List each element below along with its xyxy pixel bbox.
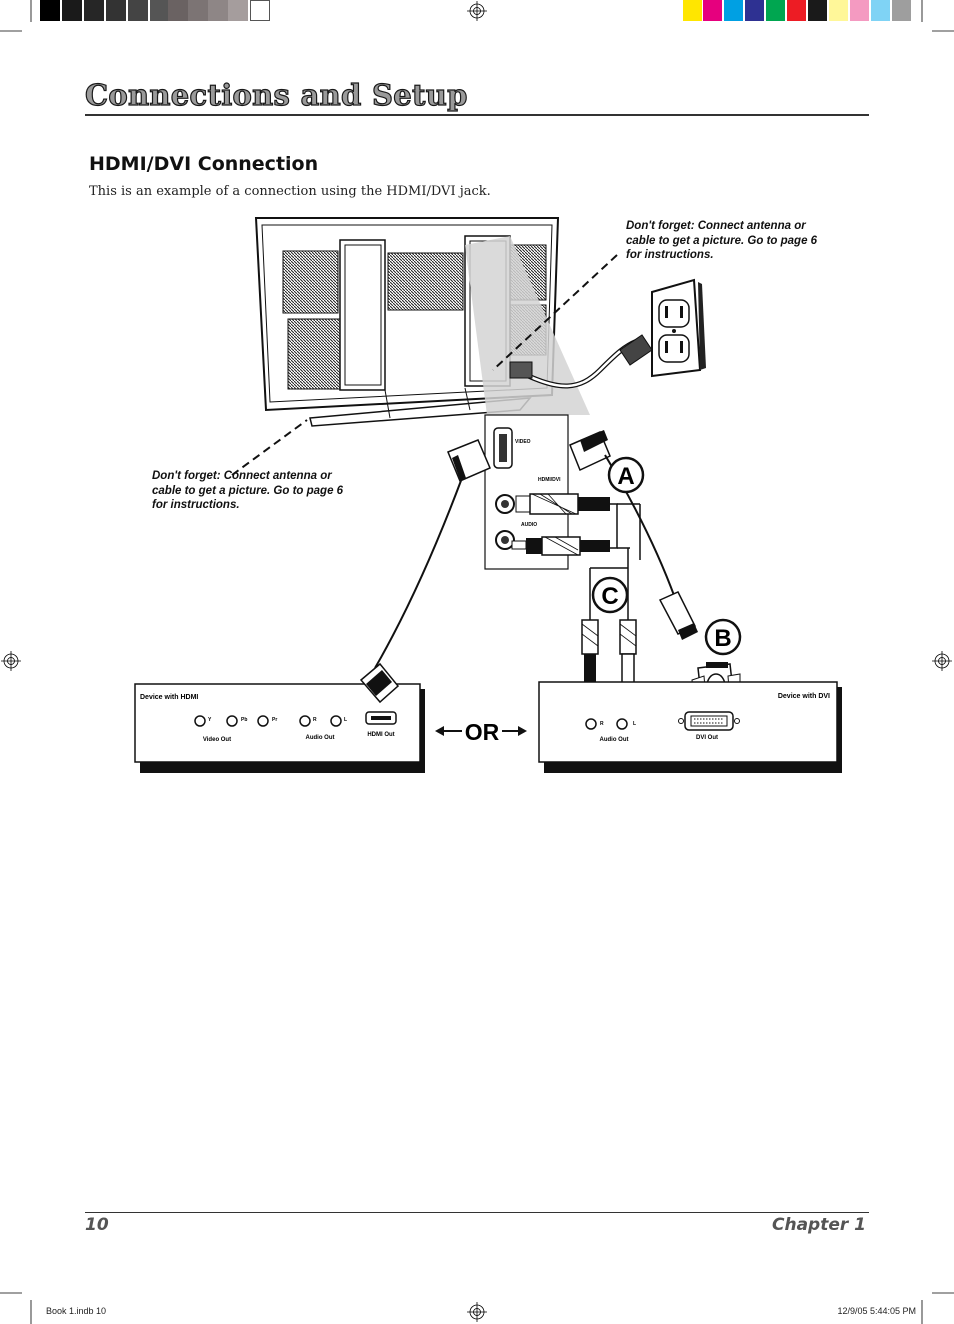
page-title: Connections and Setup [84,77,468,112]
color-swatch [892,0,911,21]
color-swatch [850,0,869,21]
rca-plugs-tv [511,493,640,556]
or-indicator: OR [435,719,527,745]
hdmi-plug-b [658,591,698,640]
device-with-dvi: Device with DVI R L Audio Out DVI Out [538,681,842,773]
jack-label-y: Y [208,717,212,723]
jack-label-pr: Pr [272,717,277,723]
label-dvi-out: DVI Out [696,735,718,741]
dashed-leader-right [492,254,618,371]
wall-outlet [651,278,706,378]
power-cord [509,334,653,389]
hdmi-plug-tv [569,430,611,472]
jack-label-l-dvi: L [633,721,636,727]
jack-label-pb: Pb [241,717,247,723]
gray-swatch [208,0,228,21]
registration-target-top [467,1,487,21]
callout-a: A [607,456,645,494]
label-video-out: Video Out [203,737,231,743]
gray-swatch [250,0,270,21]
gray-swatch [106,0,126,21]
footer-rule [85,1212,869,1213]
color-swatch [703,0,722,21]
slug-left: Book 1.indb 10 [46,1306,107,1316]
device-hdmi-title: Device with HDMI [140,694,198,701]
device-with-hdmi: Device with HDMI Y Pb Pr R L Video Out A… [134,662,425,773]
or-label: OR [465,719,500,745]
jack-label-audio: AUDIO [521,522,537,528]
slug-right: 12/9/05 5:44:05 PM [837,1306,916,1316]
note-left: Don't forget: Connect antenna or cable t… [152,470,344,511]
gray-swatch [40,0,60,21]
section-title: HDMI/DVI Connection [89,153,319,175]
color-swatch [871,0,890,21]
registration-target-left [1,651,21,671]
dashed-leader-left [231,419,308,476]
color-swatch [683,0,702,21]
gray-swatch [188,0,208,21]
jack-label-hdmi-dvi: HDMI/DVI [538,477,561,483]
jack-label-r-dvi: R [600,721,604,727]
gray-swatch [62,0,82,21]
note-top-right: Don't forget: Connect antenna or cable t… [626,220,818,261]
label-audio-out-hdmi: Audio Out [306,735,335,741]
device-dvi-title: Device with DVI [778,693,830,700]
label-hdmi-out: HDMI Out [367,732,394,738]
hdmi-plug-upper-left [447,439,491,482]
color-swatch [766,0,785,21]
gray-swatch [228,0,248,21]
jack-label-video: VIDEO [515,439,531,445]
color-swatch [808,0,827,21]
callout-c: C [591,576,629,614]
svg-text:C: C [601,583,618,610]
tv-back-panel [254,217,590,427]
page-number: 10 [85,1215,109,1235]
jack-label-l-hdmi: L [344,717,347,723]
color-swatch [745,0,764,21]
callout-b: B [704,618,742,656]
gray-swatch [128,0,148,21]
color-swatch [829,0,848,21]
hdmi-cable-to-device [374,477,463,669]
gray-swatch [168,0,188,21]
label-audio-out-dvi: Audio Out [600,737,629,743]
title-rule [85,114,869,116]
intro-text: This is an example of a connection using… [89,184,491,199]
chapter-label: Chapter 1 [771,1215,866,1235]
registration-target-bottom [467,1302,487,1322]
svg-text:A: A [617,463,634,490]
gray-swatch [84,0,104,21]
svg-text:B: B [714,625,731,652]
gray-swatch [150,0,170,21]
color-swatch [724,0,743,21]
color-swatch [787,0,806,21]
registration-target-right [932,651,952,671]
jack-label-r-hdmi: R [313,717,317,723]
